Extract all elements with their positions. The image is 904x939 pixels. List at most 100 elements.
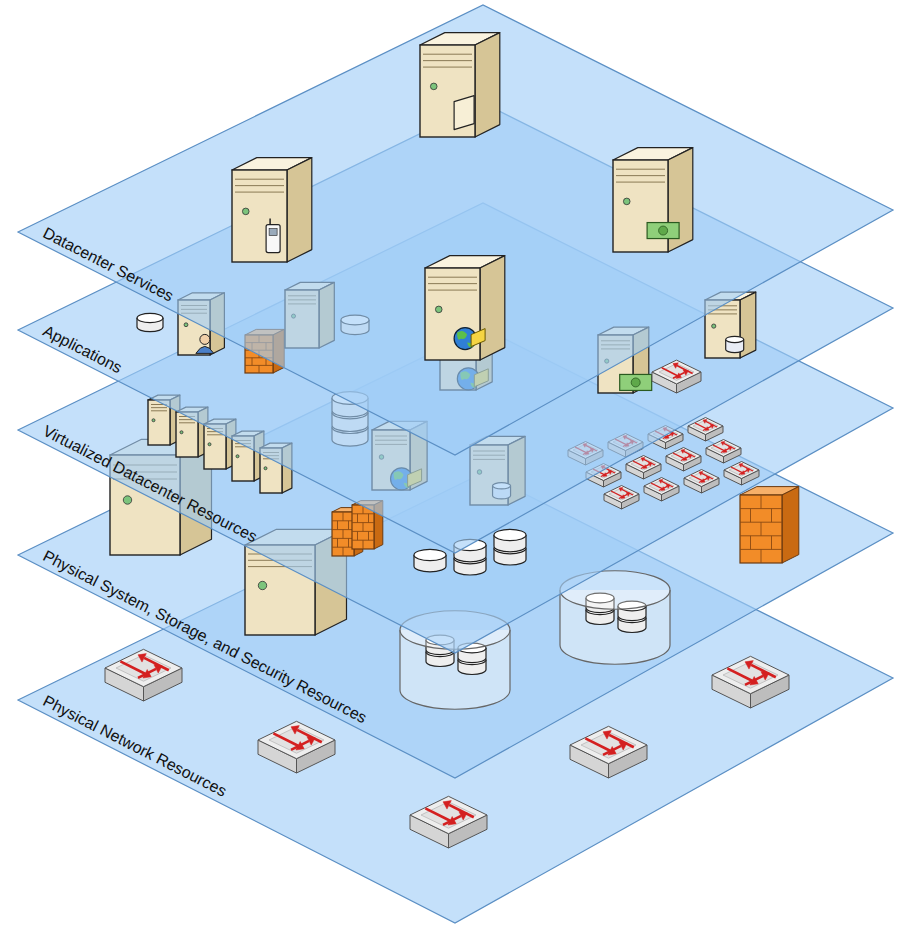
- database-icon: [137, 313, 163, 331]
- illustration-part: [184, 323, 188, 327]
- illustration-part: [307, 737, 315, 746]
- database-icon: [332, 392, 368, 446]
- illustration-part: [619, 488, 623, 492]
- illustration-part: [245, 529, 347, 545]
- illustration-part: [673, 363, 678, 369]
- illustration-part: [252, 358, 253, 366]
- illustration-part: [476, 322, 492, 390]
- illustration-part: [110, 439, 212, 455]
- illustration-part: [352, 501, 383, 505]
- illustration-part: [210, 293, 224, 355]
- illustration-part: [626, 493, 630, 497]
- illustration-part: [693, 420, 718, 432]
- illustration-part: [644, 478, 679, 495]
- server-icon: [110, 439, 212, 555]
- illustration-part: [703, 426, 711, 430]
- illustration-part: [670, 433, 674, 437]
- network-switch-icon: [604, 486, 639, 510]
- illustration-part: [721, 448, 729, 452]
- illustration-part: [266, 358, 267, 366]
- illustration-part: [235, 185, 284, 186]
- illustration-part: [613, 436, 638, 448]
- illustration-part: [619, 742, 627, 751]
- server-icon: [285, 282, 334, 348]
- illustration-part: [681, 456, 689, 460]
- illustration-part: [477, 470, 482, 475]
- illustration-part: [586, 450, 604, 465]
- illustration-part: [248, 554, 312, 555]
- illustration-part: [508, 436, 525, 505]
- database-icon: [426, 635, 454, 666]
- illustration-part: [648, 426, 683, 443]
- illustration-part: [264, 467, 267, 470]
- illustration-part: [179, 419, 195, 420]
- illustration-part: [151, 407, 167, 408]
- illustration-part: [343, 512, 344, 521]
- database-icon: [494, 529, 526, 565]
- money-badge: [647, 223, 679, 239]
- illustration-part: [332, 413, 368, 432]
- illustration-part: [410, 796, 487, 833]
- money-badge: [620, 374, 652, 390]
- illustration-part: [332, 406, 368, 419]
- illustration-part: [620, 374, 652, 390]
- illustration-part: [113, 472, 177, 473]
- illustration-part: [739, 464, 743, 468]
- illustration-part: [728, 447, 732, 451]
- illustration-part: [750, 536, 751, 550]
- illustration-part: [368, 531, 369, 540]
- illustration-part: [603, 731, 611, 740]
- illustration-part: [154, 665, 162, 674]
- illustration-part: [443, 340, 473, 341]
- illustration-part: [608, 434, 643, 451]
- illustration-part: [151, 410, 167, 411]
- globe-badge: [457, 368, 488, 390]
- illustration-part: [471, 329, 485, 347]
- illustration-part: [583, 450, 591, 454]
- illustration-part: [761, 672, 769, 681]
- illustration-part: [585, 451, 589, 455]
- illustration-part: [626, 456, 661, 473]
- illustration-part: [287, 158, 312, 262]
- illustration-part: [623, 436, 627, 440]
- illustration-part: [475, 33, 500, 137]
- illustration-part: [473, 459, 505, 460]
- illustration-part: [232, 436, 254, 481]
- illustration-part: [120, 661, 145, 673]
- illustration-part: [493, 486, 511, 499]
- illustration-part: [235, 192, 284, 193]
- illustration-part: [260, 443, 292, 448]
- illustration-part: [608, 442, 626, 457]
- illustration-part: [207, 434, 223, 435]
- server-icon: [245, 529, 347, 635]
- network-switch-icon: [258, 721, 335, 773]
- layer-plane: Datacenter Services: [18, 5, 894, 457]
- illustration-part: [459, 812, 467, 821]
- server-icon: [260, 443, 292, 493]
- illustration-part: [708, 313, 737, 314]
- illustration-part: [683, 370, 688, 376]
- illustration-part: [363, 540, 364, 549]
- illustration-part: [443, 344, 473, 345]
- illustration-part: [236, 455, 239, 458]
- illustration-part: [235, 440, 251, 441]
- illustration-part: [113, 465, 177, 466]
- server-icon: [178, 293, 224, 355]
- illustration-part: [681, 450, 685, 454]
- illustration-part: [443, 816, 461, 825]
- illustration-part: [204, 419, 236, 424]
- illustration-part: [603, 746, 621, 755]
- illustration-part: [176, 407, 208, 412]
- illustration-part: [560, 571, 670, 610]
- illustration-part: [266, 225, 280, 253]
- illustration-part: [232, 431, 264, 436]
- illustration-part: [288, 295, 316, 296]
- illustration-part: [263, 455, 279, 456]
- server-icon: [372, 421, 427, 490]
- illustration-part: [180, 431, 183, 434]
- server-icon: [440, 322, 492, 390]
- illustration-part: [666, 485, 670, 489]
- network-switch-icon: [568, 442, 603, 466]
- illustration-part: [470, 436, 525, 445]
- network-switch-icon: [626, 456, 661, 480]
